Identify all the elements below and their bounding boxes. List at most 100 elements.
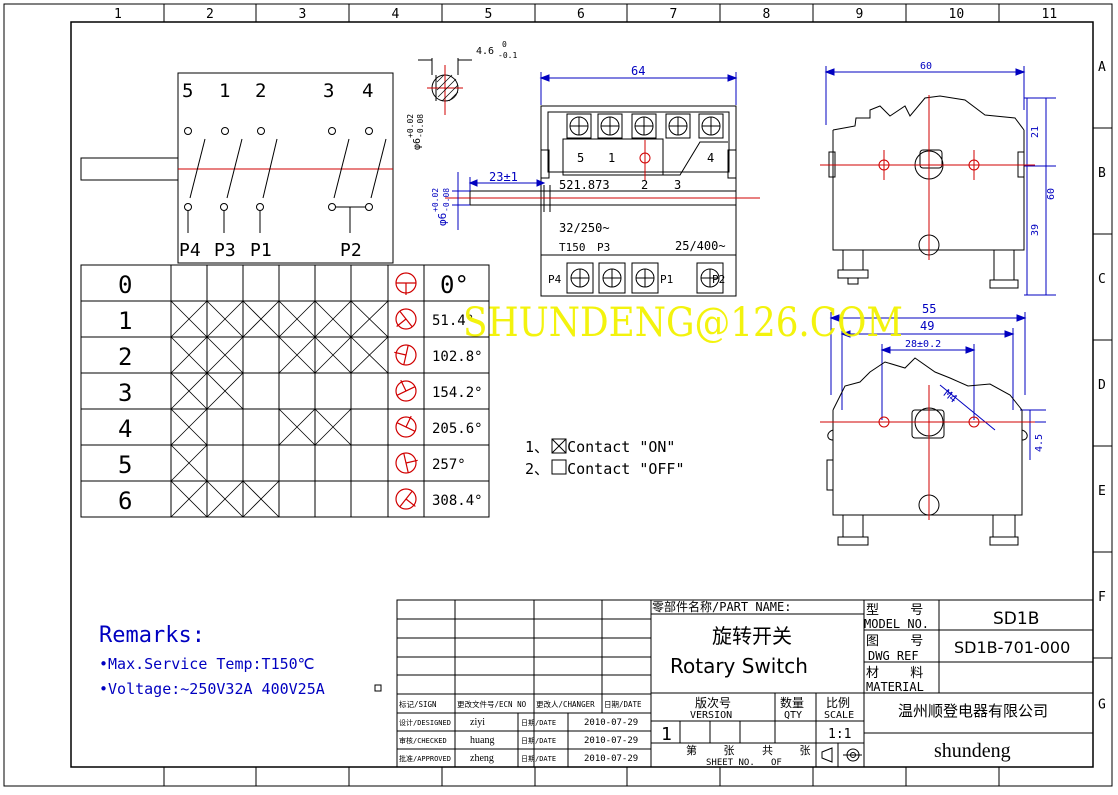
sign-date-label: 日期/DATE xyxy=(521,755,556,763)
row-marker-C: C xyxy=(1098,272,1106,287)
qty-cn: 数量 xyxy=(780,695,804,710)
angle-2: 102.8° xyxy=(432,349,483,365)
scale-en: SCALE xyxy=(824,710,854,721)
terminal-screw-top xyxy=(597,113,623,139)
rev-header-2: 更改人/CHANGER xyxy=(536,699,595,709)
contact-mark xyxy=(242,480,280,518)
watermark: SHUNDENG@126.COM xyxy=(463,300,903,346)
contact-mark xyxy=(170,300,208,338)
position-indicator-icon xyxy=(394,344,417,366)
sign-role: 审核/CHECKED xyxy=(399,736,447,745)
contact-mark xyxy=(350,336,389,374)
remarks-item-1: •Max.Service Temp:T150℃ xyxy=(99,655,315,673)
flat-dimension: 4.6 xyxy=(476,46,494,57)
rev-header-3: 日期/DATE xyxy=(604,700,642,709)
side-top-dim-39: 39 xyxy=(1030,224,1041,236)
front-p1: P1 xyxy=(660,273,673,286)
dwg-label-en: DWG REF xyxy=(868,649,919,663)
sign-rows: 设计/DESIGNED ziyi 日期/DATE 2010-07-29 审核/CHECK… xyxy=(399,717,638,764)
contact-mark xyxy=(170,444,208,482)
position-2: 2 xyxy=(118,343,132,371)
row-marker-D: D xyxy=(1098,378,1106,393)
sign-date: 2010-07-29 xyxy=(584,718,638,728)
front-model-code: 521.873 xyxy=(559,178,610,192)
column-marker-1: 1 xyxy=(114,7,122,22)
title-block xyxy=(396,599,1094,768)
front-rating-1: 32/250~ xyxy=(559,221,610,235)
model-label-en: MODEL NO. xyxy=(864,617,929,631)
sign-name: ziyi xyxy=(470,717,485,728)
material-label-cn: 材 料 xyxy=(866,666,923,681)
front-term-4: 4 xyxy=(707,151,714,165)
terminal-screw-bottom xyxy=(598,262,626,294)
contact-mark xyxy=(314,300,352,338)
small-square xyxy=(374,684,382,692)
column-marker-6: 6 xyxy=(577,7,585,22)
position-indicator-icon xyxy=(395,272,417,295)
schematic-label-p2: P2 xyxy=(340,240,362,261)
column-marker-10: 10 xyxy=(949,7,965,22)
shaft-section-hatch xyxy=(436,74,459,102)
sign-role: 设计/DESIGNED xyxy=(399,718,451,727)
schematic-label-p3: P3 xyxy=(214,240,236,261)
version-en: VERSION xyxy=(690,710,732,721)
front-p3: P3 xyxy=(597,241,610,254)
remarks-title: Remarks: xyxy=(99,623,205,648)
row-marker-B: B xyxy=(1098,166,1106,181)
position-indicator-icon xyxy=(395,308,417,330)
schematic-top-4: 4 xyxy=(362,80,373,102)
front-p2: P2 xyxy=(712,273,725,286)
sheet-en-1: SHEET NO. xyxy=(706,758,755,768)
sheet-cn-2: 共 张 xyxy=(762,744,811,757)
contact-mark xyxy=(170,336,208,374)
schematic-label-p1: P1 xyxy=(250,240,272,261)
contact-mark xyxy=(278,336,316,374)
angle-0: 0° xyxy=(440,271,469,299)
terminal-screw-bottom xyxy=(631,262,659,294)
position-4: 4 xyxy=(118,415,132,443)
column-marker-7: 7 xyxy=(670,7,678,22)
scale-value: 1:1 xyxy=(828,727,851,742)
column-marker-8: 8 xyxy=(763,7,771,22)
switching-table xyxy=(80,264,490,518)
terminal-screw-top xyxy=(631,113,657,139)
front-view xyxy=(445,72,760,297)
dwg-label-cn: 图 号 xyxy=(866,634,923,649)
terminal-screw-top xyxy=(698,113,724,139)
position-indicator-icon xyxy=(395,415,417,438)
rev-header-0: 标记/SIGN xyxy=(399,699,437,709)
contact-mark xyxy=(170,408,208,446)
contact-mark xyxy=(170,480,208,518)
angle-3: 154.2° xyxy=(432,385,483,401)
column-marker-4: 4 xyxy=(392,7,400,22)
contact-mark xyxy=(206,300,244,338)
company-cn: 温州顺登电器有限公司 xyxy=(898,702,1048,720)
contact-mark xyxy=(314,336,352,374)
column-marker-2: 2 xyxy=(206,7,214,22)
contact-mark xyxy=(206,480,244,518)
sign-name: huang xyxy=(470,735,494,746)
side-bottom-dim-55: 55 xyxy=(922,302,936,316)
part-name-cn: 旋转开关 xyxy=(712,624,792,648)
row-marker-F: F xyxy=(1098,590,1106,605)
schematic-top-2: 2 xyxy=(255,80,266,102)
legend-on: 1、 Contact "ON" xyxy=(525,438,675,456)
position-indicator-icon xyxy=(395,452,418,474)
side-top-dim-21: 21 xyxy=(1030,126,1041,138)
sign-date: 2010-07-29 xyxy=(584,754,638,764)
front-rating-2: 25/400~ xyxy=(675,239,726,253)
front-width-dim: 64 xyxy=(631,64,645,78)
sign-role: 批准/APPROVED xyxy=(399,754,451,763)
contact-marks xyxy=(170,272,418,518)
sheet-en-2: OF xyxy=(771,758,782,768)
contact-mark xyxy=(170,372,208,410)
column-marker-9: 9 xyxy=(856,7,864,22)
contact-mark xyxy=(278,408,316,446)
front-p4: P4 xyxy=(548,273,562,286)
front-dia-tol-lower: -0.08 xyxy=(442,188,451,212)
side-bottom-dim-45: 4.5 xyxy=(1034,434,1045,452)
